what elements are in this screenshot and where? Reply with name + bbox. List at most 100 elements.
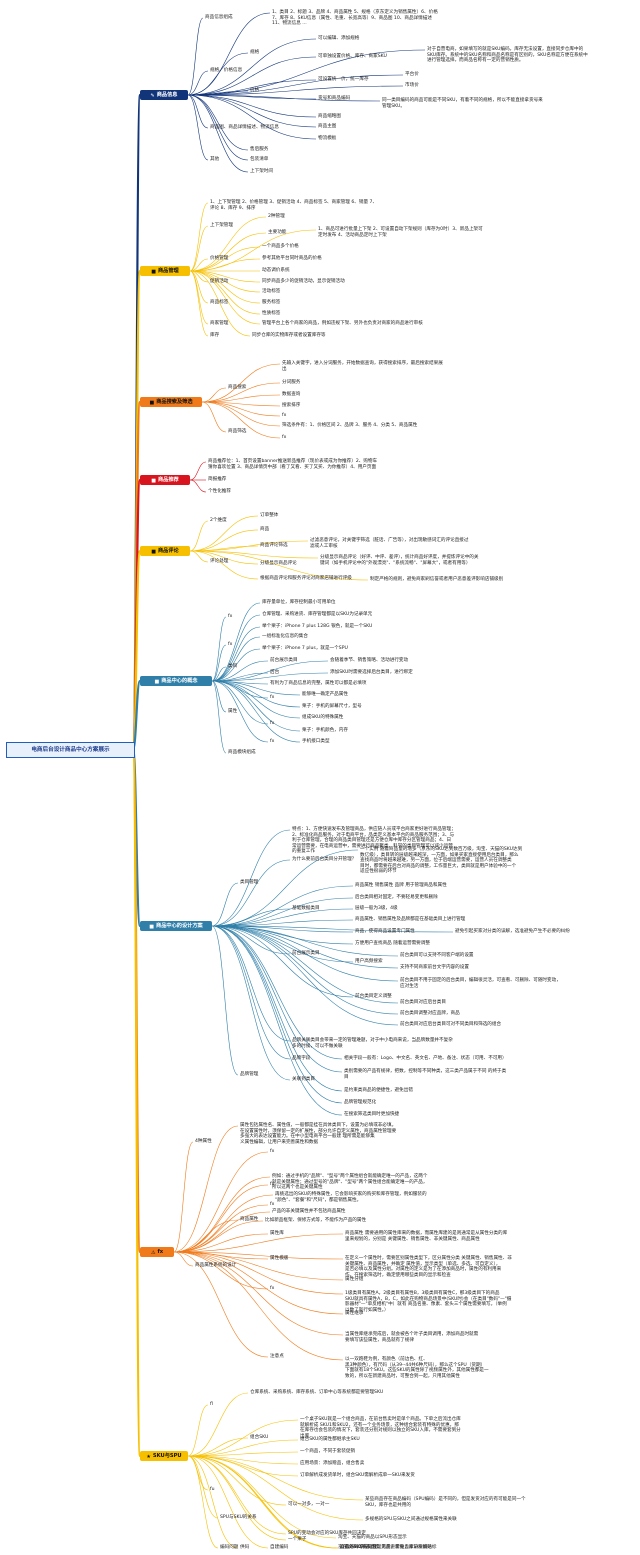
map-node[interactable]: 价格管理 xyxy=(210,256,229,261)
map-node[interactable]: 注意点 xyxy=(270,1354,284,1359)
map-node[interactable]: 属性 xyxy=(228,709,238,714)
branch-b7[interactable]: ■商品中心的设计方案 xyxy=(140,921,212,931)
map-node[interactable]: 属性库 xyxy=(270,1231,284,1236)
map-node[interactable]: 可以一对多，一对一 xyxy=(288,1502,330,1507)
map-node[interactable]: 比如新品框架、保修方式等，不能作为产品的属性 xyxy=(265,1218,367,1223)
map-node[interactable]: 商品条码等的处理，无需重新贴自家SKU编码 xyxy=(340,1545,432,1550)
map-node[interactable]: 价格 xyxy=(250,88,260,93)
map-node[interactable]: 商品模块组成 xyxy=(228,750,256,755)
map-node[interactable]: 属性包括属性名、属性值，一般都是挂在具体类目下，设置为必填或非必填。 在设置属性… xyxy=(240,1123,397,1145)
map-node[interactable]: 仓库系统、采购系统、库存系统、订单中心等系统都是要管理SKU xyxy=(250,1390,384,1395)
map-node[interactable]: fx xyxy=(270,1202,275,1207)
map-node[interactable]: 前台类目调整对应品牌，商品 xyxy=(400,1011,460,1016)
map-node[interactable]: 品牌关联类目会带来一定的管理难题，对于中小电商来说，当品牌数量并不复杂 多的时候… xyxy=(292,1038,453,1049)
map-node[interactable]: 方便用户查找商品 随着运营需要调整 xyxy=(355,941,430,946)
map-node[interactable]: 同步仓库的实物库存或者设置库存等 xyxy=(252,333,326,338)
map-node[interactable]: fl xyxy=(210,1402,213,1407)
map-node[interactable]: 规格 xyxy=(250,50,260,55)
map-node[interactable]: 栗子：手机的屏幕尺寸，型号 xyxy=(302,704,362,709)
map-node[interactable]: 商品属性系统的设计 xyxy=(195,1263,237,1268)
map-node[interactable]: 类目 xyxy=(228,664,238,669)
map-node[interactable]: 前台展示类目 xyxy=(292,951,320,956)
map-node[interactable]: 编码问题 xyxy=(220,1545,239,1550)
map-node[interactable]: 商品标签 xyxy=(210,300,229,305)
map-node[interactable]: 会随着季节、销售策略、活动进行变动 xyxy=(330,658,409,663)
map-node[interactable]: fx xyxy=(270,739,275,744)
map-node[interactable]: 能够唯一确定产品属性 xyxy=(302,692,348,697)
map-node[interactable]: 前台类目不用于固定的后台类目，编辑很灵活，可查看、可删除、可随时变动， 应对生活 xyxy=(400,978,561,989)
map-node[interactable]: 对于自营电商，如果填写的就是SKU编码，库存无法设置，直接同步仓库中的 SKU库… xyxy=(427,47,588,64)
map-node[interactable]: SPU的变动会对应的SKU库存共同决定 xyxy=(288,1531,366,1536)
map-node[interactable]: 1、上下架管理 2、价格管理 3、促销活动 4、商品标签 5、商家管理 6、销量… xyxy=(210,200,378,211)
map-node[interactable]: fx xyxy=(270,695,275,700)
map-node[interactable]: 商品属性 销售属性 品牌 用于管理商品和属性 xyxy=(355,883,447,888)
map-node[interactable]: 订单整体 xyxy=(260,513,279,518)
map-node[interactable]: 后台 xyxy=(270,670,280,675)
map-node[interactable]: 商品筛选 xyxy=(228,429,247,434)
map-node[interactable]: 商品搜索 xyxy=(228,385,247,390)
map-node[interactable]: 规格、价格信息 xyxy=(210,68,243,73)
map-node[interactable]: 在定义一个属性时，需要区别属性类型下，区分属性分类 关键属性、销售属性、非 关键… xyxy=(345,1256,512,1278)
map-node[interactable]: 市场价 xyxy=(405,83,419,88)
map-node[interactable]: fx xyxy=(270,1286,275,1291)
map-node[interactable]: 商品主图 xyxy=(318,124,337,129)
map-node[interactable]: 商品，使得商品设置专门属性 xyxy=(355,929,415,934)
map-node[interactable]: 简报推荐 xyxy=(208,477,227,482)
map-node[interactable]: 先输入关键字，进入分词服务，开始数据查询，获得搜索排序，最后搜索结果展 出 xyxy=(282,361,443,372)
map-node[interactable]: 以一双跑鞋为例，有颜色（前边色、红、 黑3种颜色），有尺码（从39--44共6种… xyxy=(345,1357,489,1379)
map-node[interactable]: 举个栗子：iPhone 7 plus，就是一个SPU xyxy=(262,646,348,651)
map-node[interactable]: fu xyxy=(210,1487,215,1492)
map-node[interactable]: 搜索排序 xyxy=(282,403,301,408)
map-node[interactable]: SPU与SKU的关系 xyxy=(220,1515,257,1520)
branch-b8[interactable]: ⚠fx xyxy=(140,1247,174,1257)
map-node[interactable]: 有利为了商品信息的完整，属性可以都是必填项 xyxy=(270,681,367,686)
map-node[interactable]: 为什么要前后台类目分开管理？ xyxy=(292,857,357,862)
map-node[interactable]: 商品推荐位：1、首页设置banner推送新品推荐（现价表或成为你推荐）2、购物车… xyxy=(208,459,378,470)
map-node[interactable]: 上下架时间 xyxy=(250,169,273,174)
map-node[interactable]: 类别需要的产品有规律，把数，控制等不同种类，这三类产品属于不同 的终于类 目 xyxy=(344,1069,507,1080)
branch-b4[interactable]: ■商品推荐 xyxy=(140,475,190,485)
map-node[interactable]: 举个栗子：iPhone 7 plus 128G 银色，就是一个SKU xyxy=(262,624,373,629)
map-node[interactable]: 1级类目有属性A，2级类目有属性B，3级类目有属性C，那3级类目下的商品 SKU… xyxy=(345,1291,512,1313)
map-node[interactable]: 仓库管理、采购进货、库存管理都是以SKU为记录单元 xyxy=(262,612,373,617)
map-node[interactable]: 服务标签 xyxy=(262,300,281,305)
map-node[interactable]: 商品 xyxy=(260,527,270,532)
map-node[interactable]: 栗子：手机颜色，内存 xyxy=(302,728,348,733)
map-node[interactable]: 组成SKU的特殊属性 xyxy=(302,715,344,720)
map-node[interactable]: 分词服务 xyxy=(282,380,301,385)
map-node[interactable]: 是约束类商品的便捷性，避免出错 xyxy=(344,1088,413,1093)
map-node[interactable]: 品牌管理 xyxy=(240,1072,259,1077)
map-node[interactable]: 前台展示类目 xyxy=(270,658,298,663)
map-node[interactable]: 活动标签 xyxy=(262,289,281,294)
map-node[interactable]: 后台类目相对固定，不要轻易变更和删除 xyxy=(355,895,438,900)
map-node[interactable]: 一个商品，不同于套装促销 xyxy=(300,1449,356,1454)
root-node[interactable]: 电商后台设计商品中心方案展示 xyxy=(6,742,135,758)
map-node[interactable]: 特点：1、方便快速发布及管理商品，供应链人员或平台商家更好进行商品管理； 2、标… xyxy=(292,827,456,855)
map-node[interactable]: 货号和商品编码 xyxy=(318,96,351,101)
map-node[interactable]: 过滤恶意评论，对关键字筛选（脏话、广告等），对出现敏感词汇的评论直接过 滤或人工… xyxy=(310,538,469,549)
map-node[interactable]: 前台类目可以支持不同客户端的设置 xyxy=(400,953,474,958)
branch-b5[interactable]: ■商品评论 xyxy=(140,546,190,556)
map-node[interactable]: 根据商品评论和服务评论对商家店铺进行评级 xyxy=(260,576,352,581)
branch-b6[interactable]: ■商品中心的概念 xyxy=(140,676,212,686)
map-node[interactable]: 自建编码 xyxy=(270,1545,289,1550)
map-node[interactable]: 类目管理 xyxy=(240,880,259,885)
map-node[interactable]: 售后服务 xyxy=(250,147,269,152)
map-node[interactable]: 产品的非关键属性并不包括商品属性 xyxy=(272,1209,346,1214)
map-node[interactable]: 一个桌子SKU就是一个组合商品，在前台售卖时是单个商品。下单之后流出仓库 就解析… xyxy=(300,1417,461,1439)
map-node[interactable]: 当属性库继承完成后，就会被各个叶子类目调用，添加商品时就需 要填写该些属性，商品… xyxy=(345,1332,479,1343)
map-node[interactable]: 促销活动 xyxy=(210,279,229,284)
map-node[interactable]: 2个维度 xyxy=(210,518,227,523)
map-node[interactable]: 避免引起买家对分类的误解，选准避免产生不必要的纠纷 xyxy=(455,929,570,934)
map-node[interactable]: 平台价 xyxy=(405,72,419,77)
map-node[interactable]: 添加SKU时需要选择后台类目，进行绑定 xyxy=(330,670,413,675)
map-node[interactable]: 同步商品多少的促销活动，显示促销活动 xyxy=(262,279,345,284)
map-node[interactable]: 动态调价系统 xyxy=(262,268,290,273)
map-node[interactable]: 京东以SKU形态显示 xyxy=(338,1545,380,1550)
map-node[interactable]: 性质标签 xyxy=(262,311,281,316)
map-node[interactable]: fx xyxy=(270,1182,275,1187)
map-node[interactable]: 属性分组 xyxy=(345,1277,364,1282)
map-node[interactable]: 管理平台上各个商家的商品，例如违规下架、另外也负责对商家的商品进行审核 xyxy=(262,321,423,326)
map-node[interactable]: 供码 xyxy=(240,1545,250,1550)
map-node[interactable]: 组合SKU xyxy=(250,1435,269,1440)
